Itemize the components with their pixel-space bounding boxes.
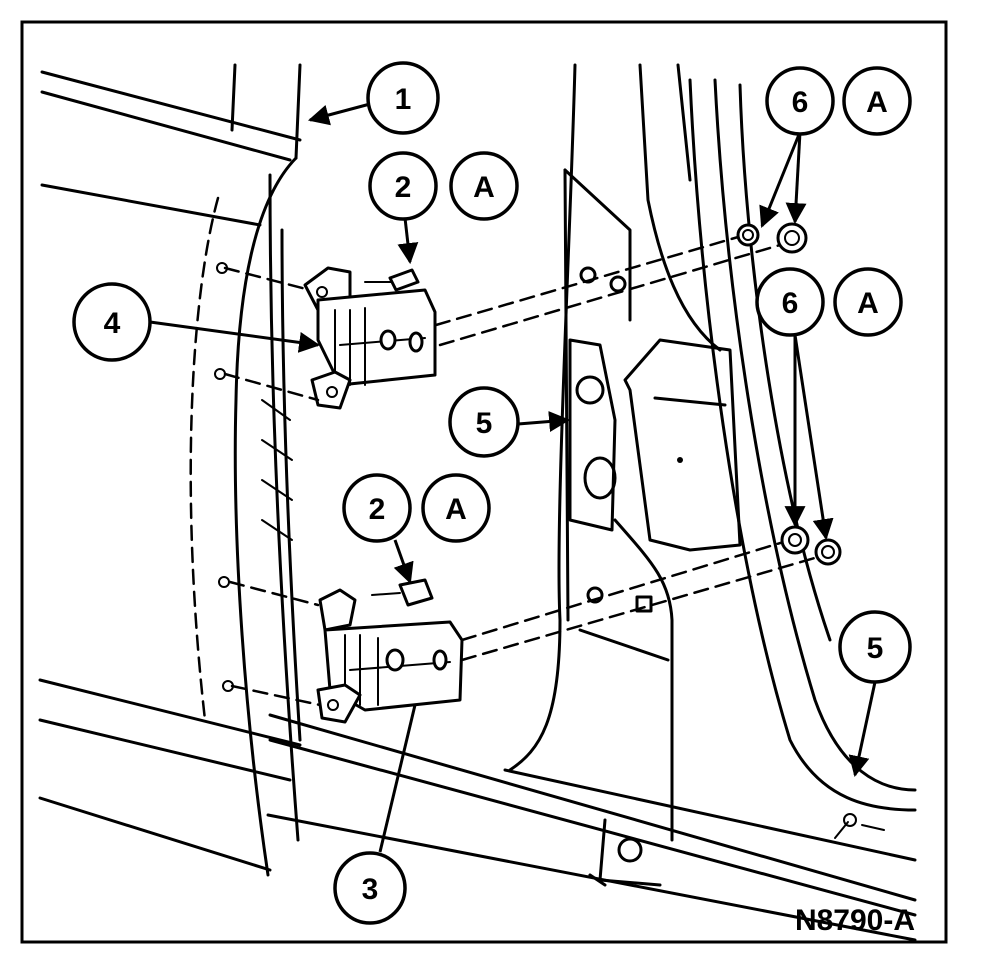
- svg-text:A: A: [857, 287, 879, 320]
- door-panel: [38, 63, 302, 877]
- callout-5-right: 5: [838, 610, 912, 684]
- svg-text:5: 5: [867, 632, 884, 665]
- callout-a-lower-right: A: [833, 267, 903, 337]
- upper-nuts: [736, 222, 808, 254]
- figure-id: N8790-A: [795, 904, 915, 937]
- callout-a-upper-right: A: [842, 66, 912, 136]
- callout-2-upper: 2: [368, 151, 438, 221]
- svg-text:4: 4: [104, 307, 121, 340]
- svg-text:2: 2: [369, 493, 386, 526]
- callout-6-upper: 6: [765, 66, 835, 136]
- svg-text:3: 3: [362, 873, 379, 906]
- callout-4: 4: [72, 282, 152, 362]
- callout-2-lower: 2: [342, 473, 412, 543]
- pillar-bolt-holes: [579, 266, 653, 613]
- svg-text:A: A: [866, 86, 888, 119]
- callout-3: 3: [333, 851, 407, 925]
- callout-6-lower: 6: [755, 267, 825, 337]
- svg-text:6: 6: [782, 287, 799, 320]
- svg-text:2: 2: [395, 171, 412, 204]
- svg-text:1: 1: [395, 83, 412, 116]
- callout-a-lower-left: A: [421, 473, 491, 543]
- lower-hinge: [316, 578, 464, 724]
- leader-lines: [149, 102, 877, 853]
- svg-text:5: 5: [476, 407, 493, 440]
- upper-hinge: [303, 266, 437, 410]
- lower-nuts: [780, 525, 842, 566]
- svg-text:6: 6: [792, 86, 809, 119]
- svg-text:A: A: [445, 493, 467, 526]
- callout-5-mid: 5: [448, 386, 520, 458]
- callout-1: 1: [366, 61, 440, 135]
- callout-a-upper-left: A: [449, 151, 519, 221]
- sill: [266, 713, 917, 942]
- svg-text:A: A: [473, 171, 495, 204]
